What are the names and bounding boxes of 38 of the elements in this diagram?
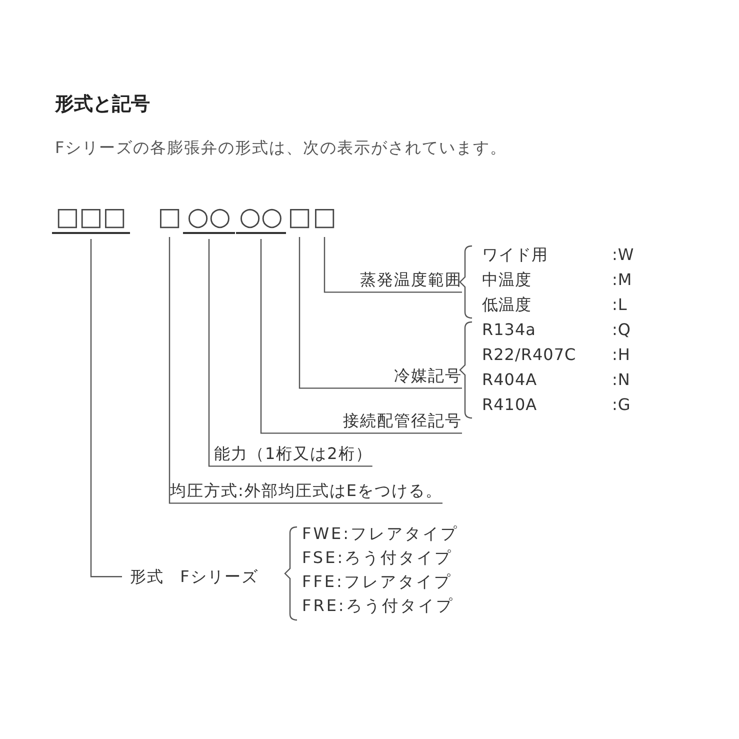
code-letter: :W bbox=[612, 245, 634, 265]
intro-text: Fシリーズの各膨張弁の形式は、次の表示がされています。 bbox=[55, 138, 508, 159]
option-text: R410A bbox=[482, 395, 538, 415]
leader-line bbox=[208, 239, 372, 467]
field-label: 均圧方式:外部均圧式はEをつける。 bbox=[170, 481, 442, 500]
field-label: 冷媒記号 bbox=[394, 366, 462, 386]
option-text: R22/R407C bbox=[482, 345, 576, 365]
option-text: ワイド用 bbox=[482, 245, 548, 265]
code-digit-group: □□□ bbox=[52, 202, 130, 234]
option-text: 中温度 bbox=[482, 270, 532, 290]
option-text: R404A bbox=[482, 370, 538, 390]
code-letter: :G bbox=[612, 395, 631, 415]
field-label: 接続配管径記号 bbox=[343, 411, 462, 430]
code-digit-group: ○○ bbox=[236, 202, 286, 234]
code-letter: :L bbox=[612, 295, 628, 315]
code-letter: :N bbox=[612, 370, 630, 390]
leader-line bbox=[324, 237, 462, 293]
field-label: 蒸発温度範囲 bbox=[360, 270, 462, 290]
leader-line bbox=[298, 237, 462, 389]
option-text: 低温度 bbox=[482, 295, 532, 315]
heading: 形式と記号 bbox=[55, 92, 150, 117]
leader-line bbox=[260, 239, 462, 434]
code-letter: :M bbox=[612, 270, 632, 290]
code-digit-group: ○○ bbox=[183, 202, 235, 234]
code-digit: □ bbox=[312, 202, 337, 232]
option-text: FSE:ろう付タイプ bbox=[302, 548, 453, 568]
option-text: FFE:フレアタイプ bbox=[302, 572, 452, 592]
option-text: FWE:フレアタイプ bbox=[302, 524, 459, 544]
code-letter: :H bbox=[612, 345, 630, 365]
field-label: 形式 Fシリーズ bbox=[130, 567, 258, 586]
leader-line bbox=[168, 237, 442, 504]
option-text: FRE:ろう付タイプ bbox=[302, 596, 454, 616]
code-letter: :Q bbox=[612, 320, 631, 340]
option-text: R134a bbox=[482, 320, 536, 340]
code-digit: □ bbox=[157, 202, 182, 232]
field-label: 能力（1桁又は2桁） bbox=[214, 444, 372, 464]
code-digit: □ bbox=[287, 202, 312, 232]
leader-line bbox=[90, 239, 122, 578]
